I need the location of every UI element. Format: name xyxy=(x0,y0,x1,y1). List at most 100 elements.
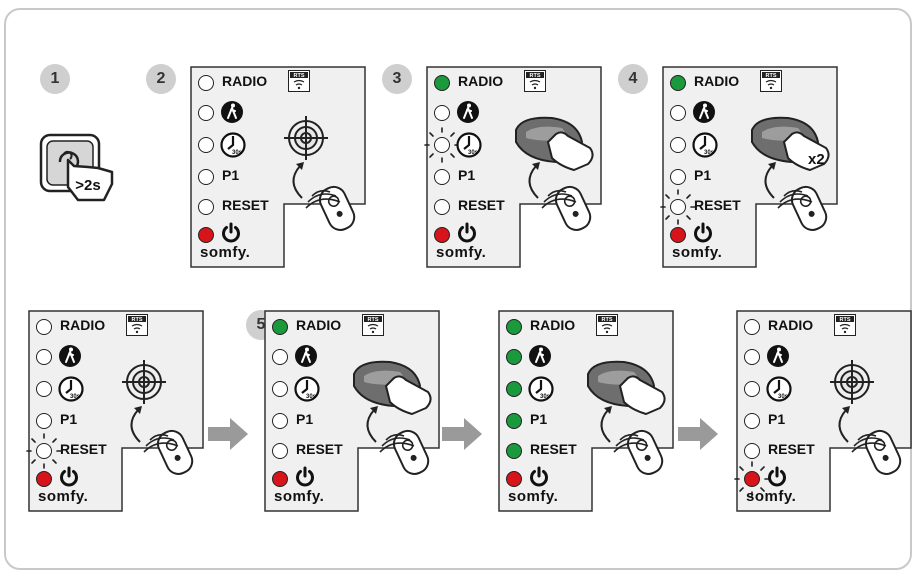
double-press-label: x2 xyxy=(808,151,825,168)
reset-led xyxy=(434,199,450,215)
pedestrian-icon xyxy=(767,345,789,367)
power-icon xyxy=(530,466,548,487)
pedestrian-led xyxy=(198,105,214,121)
target-icon xyxy=(122,360,166,404)
curved-arrow-icon xyxy=(366,409,377,443)
svg-text:RTS: RTS xyxy=(294,73,305,79)
power-led xyxy=(670,227,686,243)
power-led xyxy=(434,227,450,243)
power-icon xyxy=(60,466,78,487)
timer-icon: 30s xyxy=(220,132,246,158)
svg-text:RTS: RTS xyxy=(132,317,143,323)
power-led xyxy=(272,471,288,487)
power-led xyxy=(36,471,52,487)
timer-led xyxy=(272,381,288,397)
rts-logo-icon: RTS xyxy=(524,70,546,92)
p1-label: P1 xyxy=(60,411,78,427)
pedestrian-icon xyxy=(457,101,479,123)
power-icon xyxy=(296,466,314,487)
arrow-right-icon xyxy=(678,418,718,450)
timer-icon: 30s xyxy=(294,376,320,402)
svg-text:30s: 30s xyxy=(704,150,715,156)
reset-label: RESET xyxy=(768,441,815,457)
brand-logo: somfy. xyxy=(38,488,89,505)
reset-led xyxy=(198,199,214,215)
pedestrian-icon xyxy=(221,101,243,123)
curved-arrow-icon xyxy=(600,409,611,443)
blink-rays-icon xyxy=(424,127,460,163)
remote-control-icon xyxy=(864,429,902,475)
timer-icon: 30s xyxy=(692,132,718,158)
radio-label: RADIO xyxy=(296,317,342,333)
touch-hold-icon: >2s xyxy=(38,132,118,206)
p1-label: P1 xyxy=(222,167,240,183)
rts-logo-icon: RTS xyxy=(834,314,856,336)
p1-led xyxy=(36,413,52,429)
radio-label: RADIO xyxy=(530,317,576,333)
target-icon xyxy=(830,360,874,404)
brand-logo: somfy. xyxy=(274,488,325,505)
pedestrian-led xyxy=(744,349,760,365)
svg-text:RTS: RTS xyxy=(766,73,777,79)
pedestrian-led xyxy=(434,105,450,121)
timer-icon: 30s xyxy=(58,376,84,402)
svg-text:RTS: RTS xyxy=(602,317,613,323)
rts-logo-icon: RTS xyxy=(288,70,310,92)
brand-logo: somfy. xyxy=(508,488,559,505)
timer-icon: 30s xyxy=(766,376,792,402)
arrow-right-icon xyxy=(442,418,482,450)
svg-text:30s: 30s xyxy=(232,150,243,156)
brand-logo: somfy. xyxy=(436,244,487,261)
reset-label: RESET xyxy=(530,441,577,457)
p1-label: P1 xyxy=(296,411,314,427)
curved-arrow-icon xyxy=(292,165,303,199)
radio-led xyxy=(198,75,214,91)
remote-control-icon xyxy=(156,429,194,475)
radio-label: RADIO xyxy=(458,73,504,89)
timer-led xyxy=(198,137,214,153)
svg-text:30s: 30s xyxy=(778,394,789,400)
step-badge-1: 1 xyxy=(40,64,70,94)
reset-label: RESET xyxy=(694,197,741,213)
blink-rays-icon xyxy=(734,461,770,497)
remote-control-icon xyxy=(790,185,828,231)
reset-led xyxy=(36,443,52,459)
svg-text:30s: 30s xyxy=(306,394,317,400)
svg-text:30s: 30s xyxy=(70,394,81,400)
reset-led xyxy=(744,443,760,459)
reset-led xyxy=(272,443,288,459)
p1-label: P1 xyxy=(458,167,476,183)
arrow-right-icon xyxy=(208,418,248,450)
p1-led xyxy=(434,169,450,185)
power-icon xyxy=(458,222,476,243)
svg-text:30s: 30s xyxy=(540,394,551,400)
step-badge-3: 3 xyxy=(382,64,412,94)
brand-logo: somfy. xyxy=(200,244,251,261)
svg-text:RTS: RTS xyxy=(368,317,379,323)
rts-logo-icon: RTS xyxy=(760,70,782,92)
hold-label: >2s xyxy=(75,177,100,194)
radio-led xyxy=(744,319,760,335)
pedestrian-led xyxy=(36,349,52,365)
p1-led xyxy=(506,413,522,429)
brand-logo: somfy. xyxy=(672,244,723,261)
remote-press-icon xyxy=(587,360,666,415)
radio-label: RADIO xyxy=(694,73,740,89)
reset-led xyxy=(670,199,686,215)
svg-text:RTS: RTS xyxy=(840,317,851,323)
rts-logo-icon: RTS xyxy=(596,314,618,336)
reset-label: RESET xyxy=(458,197,505,213)
pedestrian-icon xyxy=(693,101,715,123)
p1-label: P1 xyxy=(768,411,786,427)
radio-label: RADIO xyxy=(60,317,106,333)
timer-led xyxy=(670,137,686,153)
power-icon xyxy=(768,466,786,487)
pedestrian-led xyxy=(272,349,288,365)
remote-press-icon: x2 xyxy=(751,116,830,171)
target-icon xyxy=(284,116,328,160)
timer-led xyxy=(36,381,52,397)
